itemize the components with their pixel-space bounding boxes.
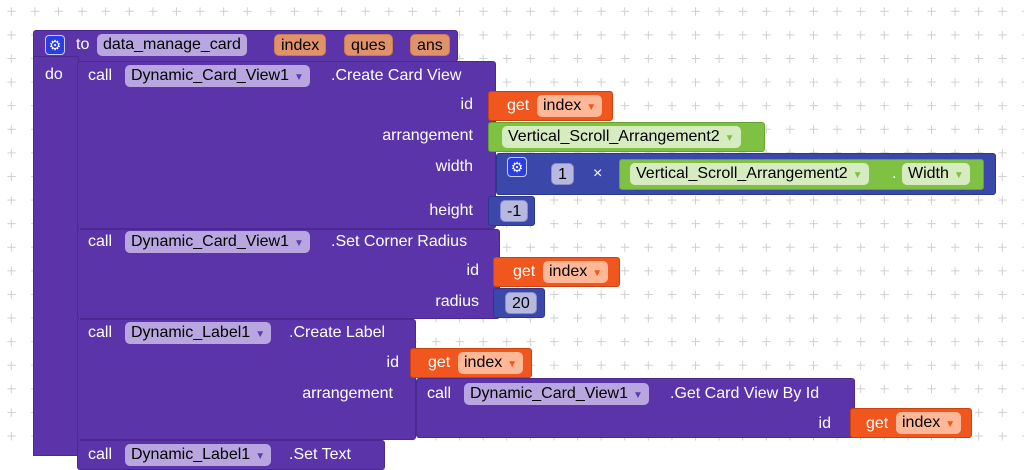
method-name: .Set Corner Radius [331,233,468,250]
property-name: Width [908,165,949,182]
call-label: call [88,446,113,463]
param-ques[interactable]: ques [344,34,393,56]
chevron-down-icon: ▼ [255,329,266,340]
call-label: call [88,324,113,341]
times-operator: × [593,165,603,182]
get-label: get [428,354,451,371]
method-name: .Set Text [289,446,351,463]
arrangement-dropdown[interactable]: Vertical_Scroll_Arrangement2 ▼ [502,126,741,148]
variable-name: index [464,354,503,371]
height-number[interactable]: -1 [500,200,529,222]
arrangement-name: Vertical_Scroll_Arrangement2 [508,128,720,145]
get-label: get [866,415,889,432]
arg-radius-label: radius [435,293,479,310]
chevron-down-icon: ▼ [633,390,643,401]
component-name: Dynamic_Label1 [131,446,251,463]
arg-id-label: id [466,262,479,279]
property-dropdown[interactable]: Width ▼ [902,163,970,185]
component-name: Vertical_Scroll_Arrangement2 [636,165,848,182]
component-dropdown[interactable]: Dynamic_Label1 ▼ [125,322,272,344]
component-name: Dynamic_Card_View1 [131,67,289,84]
component-dropdown[interactable]: Dynamic_Label1 ▼ [125,444,272,466]
variable-dropdown[interactable]: index ▼ [896,412,962,434]
get-label: get [507,97,530,114]
get-label: get [513,263,536,280]
component-dropdown[interactable]: Dynamic_Card_View1 ▼ [125,231,310,253]
chevron-down-icon: ▼ [255,451,266,462]
radius-number[interactable]: 20 [505,292,537,314]
procedure-body-rail [33,56,79,456]
variable-dropdown[interactable]: index ▼ [537,95,603,117]
method-name: .Create Label [289,324,386,341]
variable-name: index [902,414,941,431]
arg-id-label: id [818,415,831,432]
arg-id-label: id [460,96,473,113]
chevron-down-icon: ▼ [592,268,603,279]
variable-name: index [549,263,588,280]
param-index[interactable]: index [274,34,327,56]
to-label: to [76,36,90,53]
component-dropdown[interactable]: Dynamic_Card_View1 ▼ [464,383,649,405]
arg-arrangement-label: arrangement [302,385,393,402]
call-label: call [88,233,113,250]
chevron-down-icon: ▼ [507,359,518,370]
component-name: Dynamic_Card_View1 [131,233,289,250]
chevron-down-icon: ▼ [953,170,964,181]
component-dropdown[interactable]: Dynamic_Card_View1 ▼ [125,65,310,87]
chevron-down-icon: ▼ [586,102,597,113]
variable-name: index [543,97,582,114]
arg-width-label: width [435,158,473,175]
dot-label: . [892,165,897,182]
chevron-down-icon: ▼ [294,238,304,249]
param-ans[interactable]: ans [410,34,450,56]
arg-height-label: height [429,202,473,219]
component-name: Dynamic_Label1 [131,324,251,341]
gear-icon[interactable]: ⚙ [45,35,65,55]
procedure-name[interactable]: data_manage_card [97,34,247,56]
variable-dropdown[interactable]: index ▼ [458,352,524,374]
multiplier-number[interactable]: 1 [551,163,574,185]
create-card-view-block[interactable] [77,61,496,229]
chevron-down-icon: ▼ [852,170,863,181]
method-name: .Get Card View By Id [670,385,820,402]
chevron-down-icon: ▼ [724,133,735,144]
do-label: do [45,66,63,83]
chevron-down-icon: ▼ [294,72,304,83]
arg-id-label: id [386,354,399,371]
arg-arrangement-label: arrangement [382,127,473,144]
method-name: .Create Card View [331,67,462,84]
call-label: call [427,385,452,402]
call-label: call [88,67,113,84]
component-dropdown[interactable]: Vertical_Scroll_Arrangement2 ▼ [630,163,869,185]
gear-icon[interactable]: ⚙ [507,157,527,177]
variable-dropdown[interactable]: index ▼ [543,261,609,283]
chevron-down-icon: ▼ [945,419,956,430]
component-name: Dynamic_Card_View1 [470,385,628,402]
